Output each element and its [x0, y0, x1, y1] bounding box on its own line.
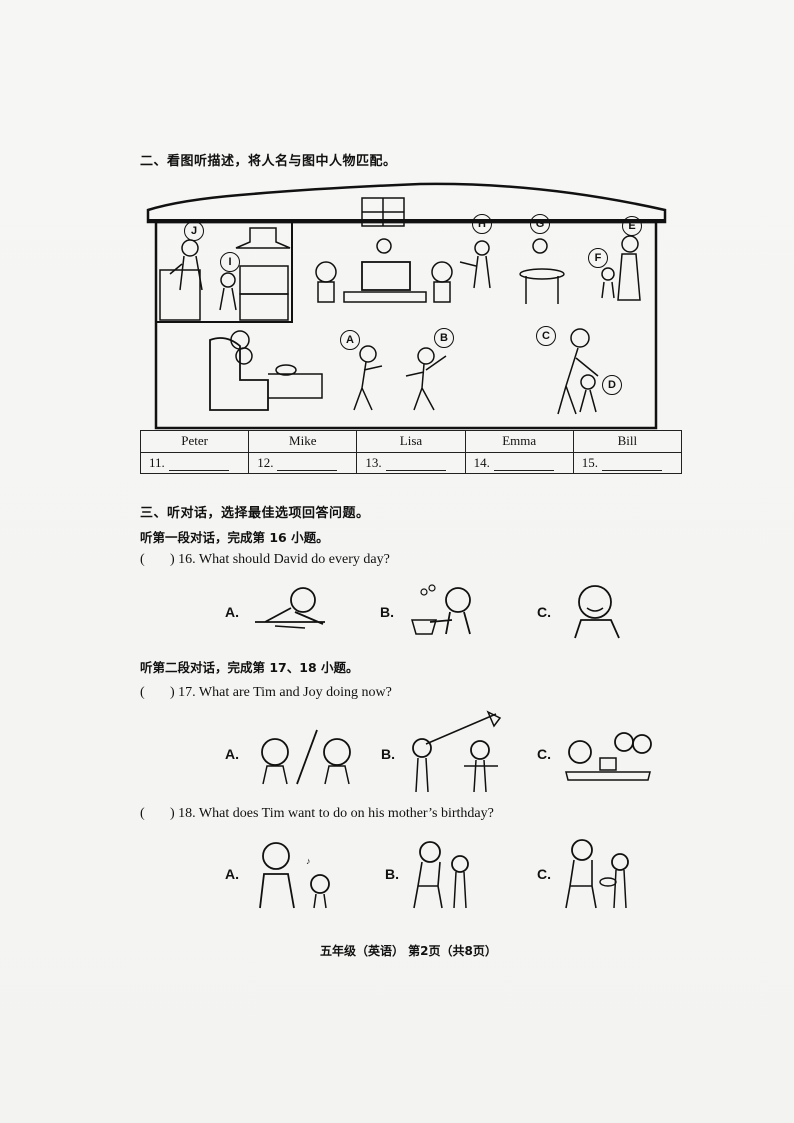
answer-cell-11[interactable]: 11. [139, 451, 250, 474]
answer-number: 15. [581, 454, 598, 470]
house-illustration [146, 182, 667, 430]
answer-cell-12[interactable]: 12. [248, 451, 358, 474]
question-16: () 16. What should David do every day? [140, 552, 390, 568]
answer-blank[interactable] [277, 458, 338, 471]
letter-circle-i: I [220, 252, 240, 272]
answer-paren-open[interactable]: ( [140, 685, 145, 700]
part-2-instruction: 听第二段对话，完成第 17、18 小题。 [140, 660, 359, 675]
letter-circle-d: D [602, 375, 622, 395]
answers-row: 11. 12. 13. 14. 15. [139, 451, 683, 474]
question-16-text: 16. What should David do every day? [178, 552, 390, 567]
question-17-text: 17. What are Tim and Joy doing now? [178, 685, 392, 700]
letter-circle-e: E [622, 216, 642, 236]
name-cell-lisa: Lisa [356, 430, 466, 453]
answer-cell-15[interactable]: 15. [572, 451, 683, 474]
answer-paren-open[interactable]: ( [140, 806, 145, 821]
section-2-title: 二、看图听描述，将人名与图中人物匹配。 [140, 154, 397, 169]
q18-option-c-label[interactable]: C. [537, 866, 551, 882]
section-3-title: 三、听对话，选择最佳选项回答问题。 [140, 506, 370, 521]
answer-cell-13[interactable]: 13. [356, 451, 466, 474]
letter-circle-j: J [184, 221, 204, 241]
q18-option-b-label[interactable]: B. [385, 866, 399, 882]
answer-number: 14. [473, 454, 490, 470]
q18-option-c-image[interactable] [562, 836, 638, 910]
letter-circle-g: G [530, 214, 550, 234]
answer-blank[interactable] [385, 458, 446, 471]
q16-option-a-image[interactable] [245, 582, 335, 642]
q16-option-b-image[interactable] [402, 582, 482, 642]
answer-number: 11. [149, 454, 165, 470]
name-cell-peter: Peter [139, 430, 250, 453]
svg-text:♪: ♪ [306, 856, 311, 866]
answer-number: 13. [365, 454, 382, 470]
answer-number: 12. [257, 454, 274, 470]
answer-paren-close: ) [170, 806, 175, 821]
name-cell-bill: Bill [572, 430, 683, 453]
page-footer: 五年级（英语） 第2页（共8页） [320, 944, 497, 958]
part-1-instruction: 听第一段对话，完成第 16 小题。 [140, 530, 329, 545]
name-cell-mike: Mike [248, 430, 358, 453]
q18-option-a-label[interactable]: A. [225, 866, 239, 882]
q17-option-a-label[interactable]: A. [225, 746, 239, 762]
letter-circle-b: B [434, 328, 454, 348]
names-row: Peter Mike Lisa Emma Bill [139, 430, 683, 453]
answer-paren-open[interactable]: ( [140, 552, 145, 567]
answer-blank[interactable] [602, 458, 662, 471]
letter-circle-f: F [588, 248, 608, 268]
q17-option-b-label[interactable]: B. [381, 746, 395, 762]
answer-blank[interactable] [493, 458, 554, 471]
q17-option-c-label[interactable]: C. [537, 746, 551, 762]
q17-option-a-image[interactable] [245, 728, 365, 786]
letter-circle-c: C [536, 326, 556, 346]
answer-paren-close: ) [170, 685, 175, 700]
question-18: () 18. What does Tim want to do on his m… [140, 806, 494, 822]
q17-option-b-image[interactable] [404, 708, 514, 796]
answer-paren-close: ) [170, 552, 175, 567]
q16-option-c-image[interactable] [565, 580, 635, 642]
q16-option-b-label[interactable]: B. [380, 604, 394, 620]
question-18-text: 18. What does Tim want to do on his moth… [178, 806, 494, 821]
name-cell-emma: Emma [464, 430, 574, 453]
question-17: () 17. What are Tim and Joy doing now? [140, 685, 392, 701]
name-answer-table: Peter Mike Lisa Emma Bill 11. 12. 13. 14… [139, 430, 683, 474]
q18-option-a-image[interactable]: ♪ [248, 838, 338, 910]
q16-option-a-label[interactable]: A. [225, 604, 239, 620]
answer-cell-14[interactable]: 14. [464, 451, 574, 474]
q18-option-b-image[interactable] [408, 836, 478, 910]
q17-option-c-image[interactable] [560, 728, 660, 790]
answer-blank[interactable] [168, 458, 229, 471]
letter-circle-a: A [340, 330, 360, 350]
letter-circle-h: H [472, 214, 492, 234]
q16-option-c-label[interactable]: C. [537, 604, 551, 620]
